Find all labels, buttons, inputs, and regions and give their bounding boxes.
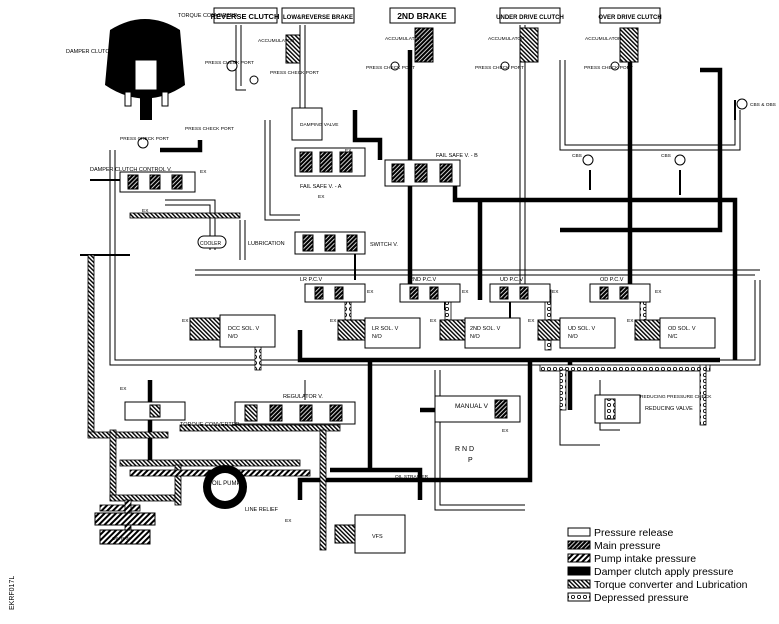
svg-text:DCC SOL. V: DCC SOL. V: [228, 326, 260, 332]
torque-converter-top-label: TORQUE CONVERTER: [178, 13, 237, 19]
svg-text:OIL PUMP: OIL PUMP: [212, 481, 240, 487]
svg-text:OD SOL. V: OD SOL. V: [668, 326, 696, 332]
svg-text:DAMPER CLUTCH CONTROL V.: DAMPER CLUTCH CONTROL V.: [90, 167, 172, 173]
svg-text:EX: EX: [345, 148, 352, 154]
svg-text:REDUCING VALVE: REDUCING VALVE: [645, 406, 693, 412]
svg-text:FAIL SAFE V. - A: FAIL SAFE V. - A: [300, 184, 342, 190]
svg-text:FAIL SAFE V. - B: FAIL SAFE V. - B: [436, 153, 478, 159]
svg-text:PRESS CHECK PORT: PRESS CHECK PORT: [475, 65, 524, 71]
press-check-ports: [137, 60, 748, 178]
svg-text:N/O: N/O: [568, 334, 579, 340]
svg-text:EX: EX: [502, 428, 509, 434]
svg-text:PRESS CHECK PORT: PRESS CHECK PORT: [584, 65, 633, 71]
svg-text:EX: EX: [627, 318, 634, 324]
svg-text:EX: EX: [120, 386, 127, 392]
svg-text:2ND P.C.V: 2ND P.C.V: [410, 277, 437, 283]
press-check-port-labels: PRESS CHECK PORT PRESS CHECK PORT PRESS …: [120, 60, 776, 159]
svg-text:REDUCING PRESSURE CHECK: REDUCING PRESSURE CHECK: [640, 394, 712, 400]
legend-torque-converter-lubrication: Torque converter and Lubrication: [594, 579, 748, 591]
svg-text:SWITCH V.: SWITCH V.: [370, 242, 398, 248]
svg-text:EX: EX: [528, 318, 535, 324]
svg-text:OIL PAN: OIL PAN: [112, 536, 131, 542]
svg-text:N/O: N/O: [372, 334, 383, 340]
svg-text:N/O: N/O: [228, 334, 239, 340]
header-low-reverse-brake: LOW&REVERSE BRAKE: [283, 15, 353, 21]
header-over-drive-clutch: OVER DRIVE CLUTCH: [598, 15, 661, 21]
legend-damper-clutch-apply: Damper clutch apply pressure: [594, 566, 734, 578]
svg-text:LR P.C.V: LR P.C.V: [300, 277, 323, 283]
accumulator-labels: ACCUMULATOR ACCUMULATOR ACCUMULATOR ACCU…: [258, 36, 622, 44]
svg-text:EX: EX: [367, 289, 374, 295]
svg-text:ACCUMULATOR: ACCUMULATOR: [258, 38, 295, 44]
svg-text:EX: EX: [462, 289, 469, 295]
svg-text:N/C: N/C: [668, 334, 678, 340]
svg-text:R N D: R N D: [455, 446, 474, 453]
svg-text:2ND SOL. V: 2ND SOL. V: [470, 326, 501, 332]
svg-text:EX: EX: [142, 208, 149, 214]
svg-text:PRESS CHECK PORT: PRESS CHECK PORT: [205, 60, 254, 66]
svg-text:EX: EX: [655, 289, 662, 295]
svg-text:LUBRICATION: LUBRICATION: [248, 241, 285, 247]
svg-text:PRESS CHECK PORT: PRESS CHECK PORT: [366, 65, 415, 71]
svg-text:EX: EX: [430, 318, 437, 324]
header-under-drive-clutch: UNDER DRIVE CLUTCH: [496, 15, 564, 21]
svg-text:CBS: CBS: [661, 153, 671, 159]
svg-text:OD P.C.V: OD P.C.V: [600, 277, 624, 283]
svg-text:COOLER: COOLER: [200, 241, 222, 247]
pipes: [80, 25, 761, 511]
svg-text:PRESS CHECK PORT: PRESS CHECK PORT: [270, 70, 319, 76]
oil-pump: [203, 465, 247, 509]
svg-text:VFS: VFS: [372, 534, 383, 540]
valves: [94, 107, 716, 554]
svg-text:CBS: CBS: [572, 153, 582, 159]
svg-text:MANUAL V: MANUAL V: [455, 403, 489, 410]
header-second-brake: 2ND BRAKE: [397, 11, 447, 21]
svg-text:PRESS CHECK PORT: PRESS CHECK PORT: [185, 126, 234, 132]
svg-text:TORQUE CONVERTER: TORQUE CONVERTER: [180, 422, 239, 428]
figure-id: EKRF017L: [9, 576, 16, 610]
svg-text:LINE RELIEF: LINE RELIEF: [245, 507, 279, 513]
exhaust-labels: EX EX EX EX EX EX EX EX EX EX EX EX EX E…: [120, 148, 662, 524]
legend-main-pressure: Main pressure: [594, 540, 661, 552]
legend-pressure-release: Pressure release: [594, 527, 674, 539]
svg-text:UD P.C.V: UD P.C.V: [500, 277, 523, 283]
svg-text:EX: EX: [318, 194, 325, 200]
clutch-headers: REVERSE CLUTCH LOW&REVERSE BRAKE 2ND BRA…: [211, 7, 662, 24]
svg-text:UD SOL. V: UD SOL. V: [568, 326, 596, 332]
damper-clutch-label: DAMPER CLUTCH: [66, 49, 113, 55]
legend: [567, 527, 591, 602]
svg-text:PRESS CHECK PORT: PRESS CHECK PORT: [120, 136, 169, 142]
svg-text:EX: EX: [182, 318, 189, 324]
svg-text:CBS & OBS: CBS & OBS: [750, 102, 776, 108]
lubrication-paths: [87, 212, 341, 551]
legend-pump-intake: Pump intake pressure: [594, 553, 696, 565]
legend-depressed-pressure: Depressed pressure: [594, 592, 689, 604]
svg-text:EX: EX: [285, 518, 292, 524]
svg-text:P: P: [468, 457, 473, 464]
legend-labels: Pressure release Main pressure Pump inta…: [594, 527, 748, 604]
accumulators: [285, 27, 639, 64]
svg-text:ACCUMULATOR: ACCUMULATOR: [585, 36, 622, 42]
svg-text:EX: EX: [552, 289, 559, 295]
svg-text:REGULATOR V.: REGULATOR V.: [283, 394, 323, 400]
svg-text:ACCUMULATOR: ACCUMULATOR: [488, 36, 525, 42]
svg-text:N/O: N/O: [470, 334, 481, 340]
component-labels: DAMPER CLUTCH CONTROL V. COOLER LUBRICAT…: [90, 122, 712, 542]
svg-text:DAMPING VALVE: DAMPING VALVE: [300, 122, 338, 128]
svg-text:ACCUMULATOR: ACCUMULATOR: [385, 36, 422, 42]
svg-text:LR SOL. V: LR SOL. V: [372, 326, 399, 332]
torque-converter-top: TORQUE CONVERTER DAMPER CLUTCH: [66, 13, 237, 120]
svg-text:EX: EX: [330, 318, 337, 324]
svg-text:OIL STRAINER: OIL STRAINER: [395, 474, 429, 480]
svg-text:EX: EX: [200, 169, 207, 175]
header-reverse-clutch: REVERSE CLUTCH: [211, 12, 280, 21]
